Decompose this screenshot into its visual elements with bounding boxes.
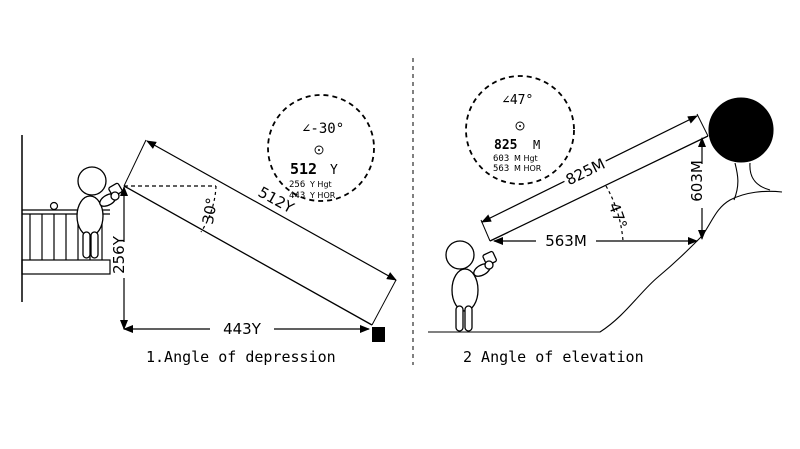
tree-target	[708, 97, 774, 201]
person-observer	[76, 166, 123, 259]
viewfinder-display-elevation: ∠47° 825 M 603 M Hgt 563 M HOR	[465, 75, 575, 185]
panel-depression: 30° 512Y 256Y 443Y ∠-30° 512 Y 256 Y Hgt	[21, 94, 397, 366]
display-horizontal: 443	[289, 191, 305, 201]
display-angle-2: ∠47°	[502, 93, 533, 108]
reticle-icon-2	[515, 121, 525, 131]
display-height: 256	[289, 180, 305, 190]
reticle-icon	[314, 145, 324, 155]
angle-label: 30°	[199, 196, 221, 225]
line-of-sight	[123, 185, 373, 326]
slope-dimension	[146, 140, 397, 281]
display-distance-unit: Y	[330, 163, 338, 178]
horizontal-label-2: 563M	[545, 232, 587, 250]
display-height-label-2: M Hgt	[514, 154, 538, 163]
display-angle: ∠-30°	[302, 121, 344, 137]
display-height-label: Y Hgt	[309, 180, 332, 189]
display-distance-2: 825	[494, 138, 517, 153]
display-horizontal-2: 563	[493, 164, 509, 174]
caption-depression: 1.Angle of depression	[146, 348, 336, 366]
display-distance: 512	[290, 160, 317, 178]
panel-elevation: 825M 47° 563M 603M ∠47° 825 M 603 M Hgt …	[428, 75, 783, 366]
caption-elevation: 2 Angle of elevation	[463, 348, 644, 366]
height-label-2: 603M	[688, 160, 706, 202]
hill-ground	[428, 190, 783, 333]
display-distance-unit-2: M	[533, 138, 540, 152]
angle-label-2: 47°	[605, 200, 631, 231]
display-height-2: 603	[493, 154, 509, 164]
slope-label-2: 825M	[563, 155, 608, 189]
display-horizontal-label-2: M HOR	[514, 164, 542, 173]
display-horizontal-label: Y HOR	[309, 191, 336, 200]
viewfinder-display-depression: ∠-30° 512 Y 256 Y Hgt 443 Y HOR	[267, 94, 375, 202]
height-label: 256Y	[110, 235, 128, 274]
horizontal-label: 443Y	[223, 320, 262, 338]
person-observer-2	[445, 240, 497, 332]
target-block	[372, 327, 385, 342]
